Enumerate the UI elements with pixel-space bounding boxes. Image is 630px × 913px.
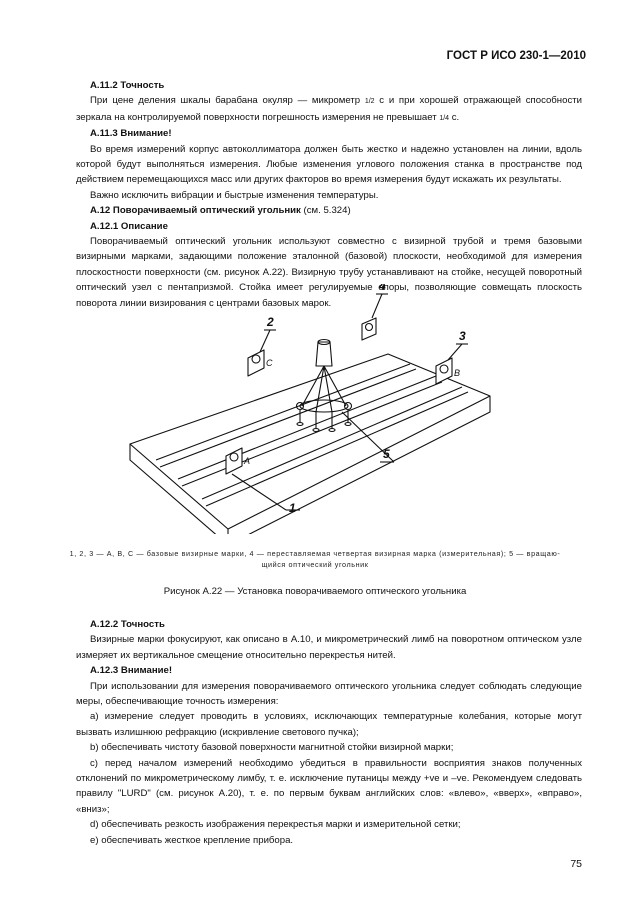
- paragraph-a11-3-2: Важно исключить вибрации и быстрые измен…: [90, 189, 379, 201]
- figure-a22-drawing: 2 4 3 1 5 A C B: [129, 284, 491, 534]
- figure-label-4: 4: [378, 284, 386, 293]
- figure-label-a: A: [243, 456, 250, 466]
- list-item-e: е) обеспечивать жесткое крепление прибор…: [90, 834, 294, 846]
- figure-label-c: C: [266, 358, 273, 368]
- heading-a12-2: А.12.2 Точность: [90, 619, 165, 630]
- paragraph-a11-2: При цене деления шкалы барабана окуляр —…: [76, 95, 582, 123]
- document-header: ГОСТ Р ИСО 230-1—2010: [446, 50, 586, 62]
- figure-label-3: 3: [459, 329, 466, 343]
- heading-a11-2: А.11.2 Точность: [90, 80, 165, 91]
- figure-caption: Рисунок А.22 — Установка поворачиваемого…: [163, 586, 467, 597]
- paragraph-a12-1: Поворачиваемый оптический угольник испол…: [76, 236, 582, 309]
- paragraph-a12-2: Визирные марки фокусируют, как описано в…: [76, 634, 582, 661]
- heading-a12-1: А.12.1 Описание: [90, 220, 168, 232]
- paragraph-a11-3: Во время измерений корпус автоколлиматор…: [76, 143, 582, 186]
- list-item-d: d) обеспечивать резкость изображения пер…: [90, 819, 461, 831]
- figure-legend: 1, 2, 3 — А, В, С — базовые визирные мар…: [69, 549, 561, 569]
- list-item-b: b) обеспечивать чистоту базовой поверхно…: [90, 742, 454, 754]
- heading-a12: А.12 Поворачиваемый оптический угольник …: [90, 205, 351, 217]
- paragraph-a12-3: При использовании для измерения поворачи…: [76, 680, 582, 708]
- list-item-c: c) перед началом измерений необходимо уб…: [76, 757, 582, 815]
- heading-a11-3: А.11.3 Внимание!: [90, 128, 172, 140]
- fraction-quarter: 1/4: [439, 114, 450, 122]
- fraction-half: 1/2: [364, 98, 375, 106]
- figure-label-1: 1: [289, 501, 296, 515]
- bottom-text-block: А.12.2 Точность Визирные марки фокусирую…: [76, 617, 582, 848]
- figure-label-b: B: [454, 368, 460, 378]
- page-number: 75: [570, 858, 582, 870]
- top-text-block: А.11.2 Точность При цене деления шкалы б…: [76, 78, 582, 311]
- figure-label-2: 2: [266, 315, 274, 329]
- heading-a12-3: А.12.3 Внимание!: [90, 665, 173, 677]
- list-item-a: а) измерение следует проводить в условия…: [76, 711, 582, 738]
- figure-label-5: 5: [383, 447, 390, 461]
